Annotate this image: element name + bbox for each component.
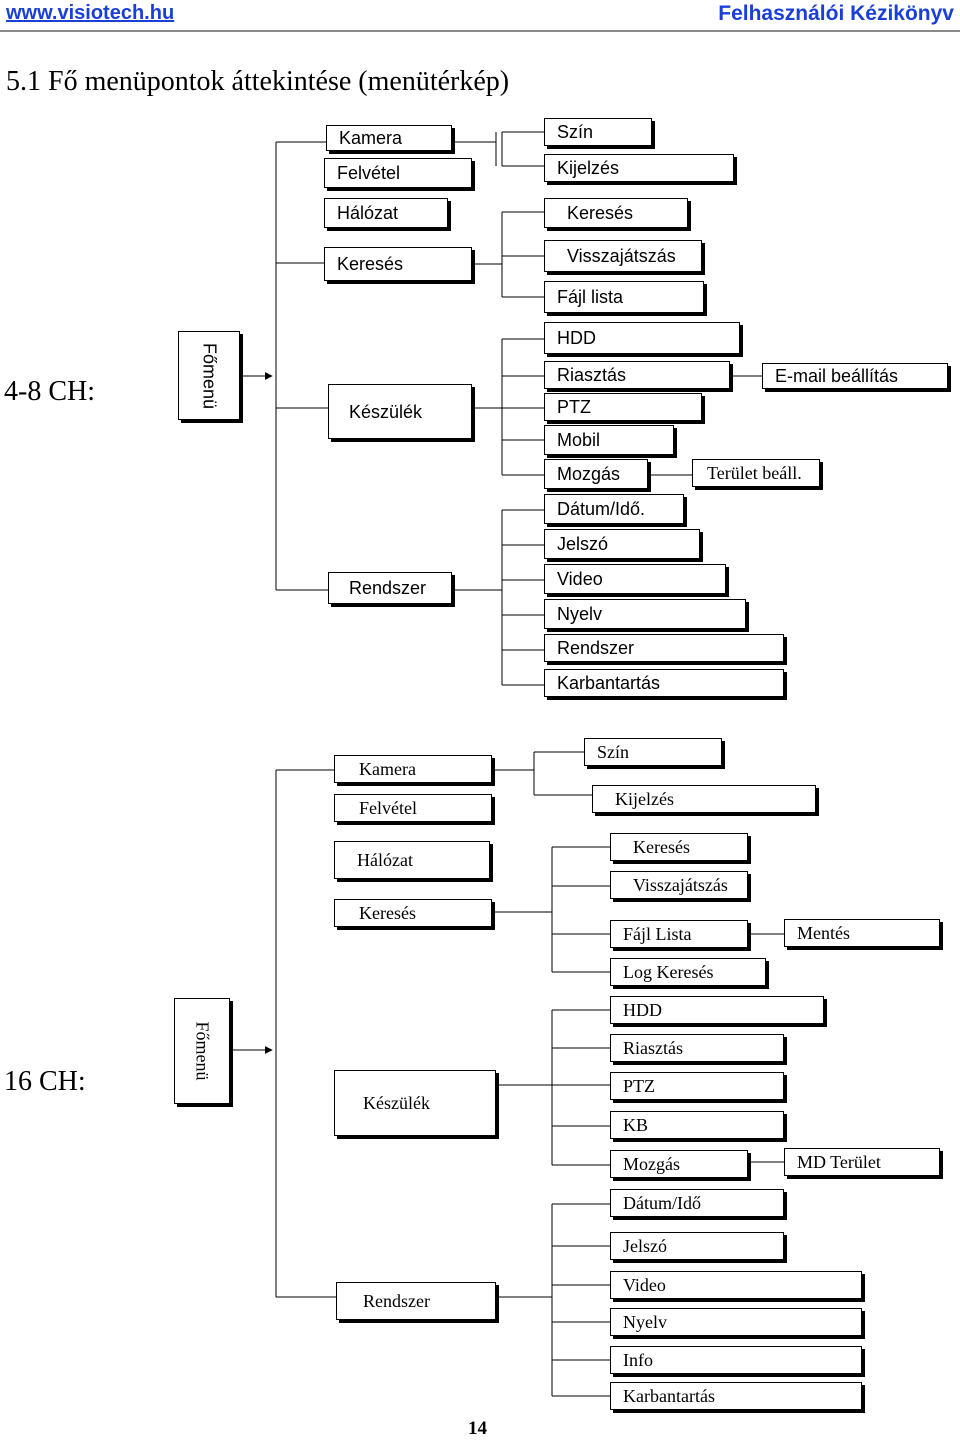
submenu-display: Kijelzés — [544, 154, 734, 182]
submenu-video-16: Video — [610, 1271, 862, 1299]
submenu-maintenance: Karbantartás — [544, 669, 784, 697]
menu-node-device: Készülék — [328, 384, 472, 439]
channel-label-16: 16 CH: — [4, 1066, 86, 1097]
submenu-color-16: Szín — [584, 738, 722, 766]
submenu-password-16: Jelszó — [610, 1232, 784, 1260]
menu-node-search: Keresés — [324, 247, 472, 281]
submenu-video: Video — [544, 564, 726, 594]
submenu-date-time-16: Dátum/Idő — [610, 1189, 784, 1217]
menu-node-system-16: Rendszer — [336, 1282, 496, 1320]
menu-node-recording: Felvétel — [324, 158, 472, 188]
submenu-date-time: Dátum/Idő. — [544, 494, 684, 524]
submenu-playback: Visszajátszás — [544, 240, 702, 272]
submenu-info-16: Info — [610, 1346, 862, 1374]
submenu-language-16: Nyelv — [610, 1308, 862, 1336]
menu-node-network: Hálózat — [324, 198, 448, 228]
submenu-email-settings: E-mail beállítás — [762, 363, 948, 389]
menu-node-device-16: Készülék — [334, 1070, 496, 1136]
submenu-color: Szín — [544, 118, 652, 146]
submenu-password: Jelszó — [544, 529, 700, 559]
submenu-motion: Mozgás — [544, 459, 648, 489]
submenu-maintenance-16: Karbantartás — [610, 1382, 862, 1410]
submenu-system: Rendszer — [544, 634, 784, 662]
submenu-backup-16: Mentés — [784, 919, 940, 947]
submenu-hdd: HDD — [544, 322, 740, 354]
main-menu-label: Főmenü — [199, 342, 220, 409]
submenu-md-area-16: MD Terület — [784, 1148, 940, 1176]
submenu-search: Keresés — [544, 198, 688, 228]
submenu-alarm: Riasztás — [544, 361, 730, 389]
channel-label-4-8: 4-8 CH: — [4, 376, 95, 407]
main-menu-box: Főmenü — [178, 331, 240, 420]
main-menu-box-16: Főmenü — [174, 998, 230, 1104]
submenu-file-list: Fájl lista — [544, 281, 704, 313]
header-divider — [0, 30, 960, 32]
submenu-hdd-16: HDD — [610, 996, 824, 1024]
submenu-area-settings: Terület beáll. — [692, 459, 820, 487]
menu-node-search-16: Keresés — [334, 899, 492, 927]
submenu-kb-16: KB — [610, 1111, 784, 1139]
submenu-search-16: Keresés — [610, 833, 748, 861]
menu-node-network-16: Hálózat — [334, 841, 490, 879]
menu-node-camera-16: Kamera — [334, 755, 492, 783]
menu-node-camera: Kamera — [326, 125, 452, 151]
menu-node-system: Rendszer — [328, 572, 452, 604]
main-menu-label-16: Főmenü — [192, 1021, 213, 1081]
menu-node-recording-16: Felvétel — [334, 794, 492, 822]
submenu-playback-16: Visszajátszás — [610, 871, 748, 899]
manual-title: Felhasználói Kézikönyv — [718, 2, 954, 25]
submenu-file-list-16: Fájl Lista — [610, 920, 748, 948]
submenu-motion-16: Mozgás — [610, 1150, 748, 1178]
section-title: 5.1 Fő menüpontok áttekintése (menütérké… — [6, 66, 510, 97]
submenu-display-16: Kijelzés — [592, 785, 816, 813]
website-link[interactable]: www.visiotech.hu — [6, 2, 175, 24]
submenu-ptz: PTZ — [544, 393, 702, 421]
submenu-log-search-16: Log Keresés — [610, 958, 766, 986]
submenu-language: Nyelv — [544, 599, 746, 629]
page-number: 14 — [468, 1418, 487, 1439]
submenu-ptz-16: PTZ — [610, 1072, 784, 1100]
submenu-alarm-16: Riasztás — [610, 1034, 784, 1062]
submenu-mobile: Mobil — [544, 425, 674, 455]
